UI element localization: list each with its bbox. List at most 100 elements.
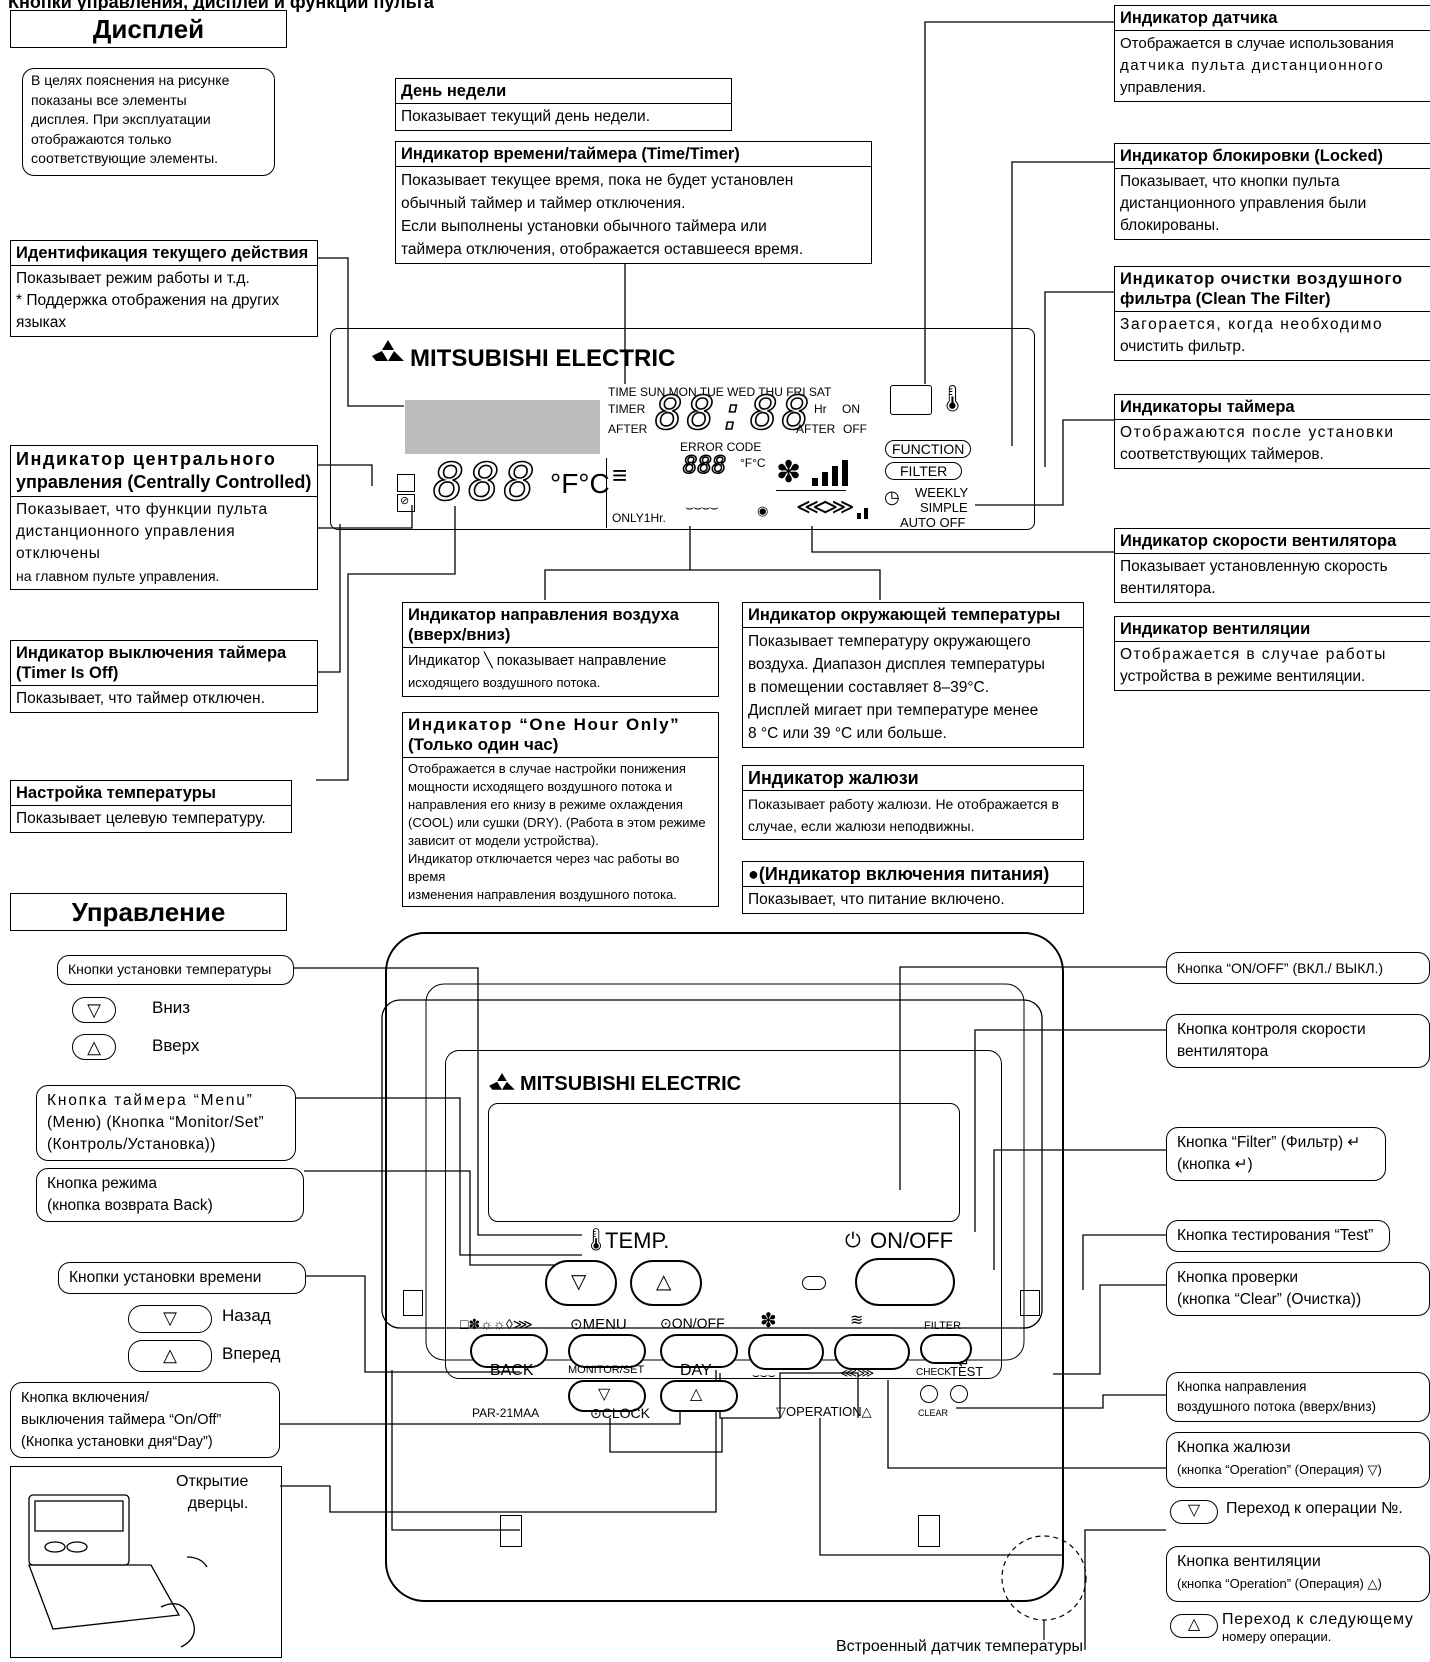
ventilation-bar-icon (855, 505, 873, 526)
one-hour-box: Индикатор “One Hour Only” (Только один ч… (402, 712, 719, 907)
latch-left (500, 1515, 522, 1547)
box-line: устройства в режиме вентиляции. (1120, 668, 1366, 685)
back-button[interactable] (470, 1334, 548, 1368)
clear-label: CLEAR (918, 1408, 949, 1418)
louver-next-label: Переход к операции №. (1226, 1500, 1403, 1517)
lcd-divider (776, 490, 846, 491)
remote-screen (488, 1103, 960, 1222)
box-title: День недели (396, 79, 731, 104)
callout-line: Кнопка режима (47, 1175, 158, 1192)
fan-speed-bars-icon (810, 458, 858, 493)
callout-line: (кнопка “Operation” (Операция) ▽) (1177, 1462, 1382, 1477)
vent-icon: ⋘⋙ (840, 1366, 875, 1380)
clock-up-button[interactable]: △ (660, 1380, 738, 1412)
lcd-off-label: OFF (843, 422, 867, 436)
ventilation-icon: ⋘⋙ (796, 494, 855, 519)
check-button[interactable] (920, 1385, 938, 1403)
back-label: BACK (490, 1362, 534, 1379)
box-line: Отображается в случае настройки понижени… (408, 761, 686, 776)
timer-indicators-box: Индикаторы таймера Отображаются после ус… (1114, 394, 1430, 469)
lcd-error-code-label: ERROR CODE (680, 440, 762, 454)
monitor-set-label: MONITOR/SET (568, 1364, 645, 1376)
airflow-button-callout: Кнопка направления воздушного потока (вв… (1166, 1372, 1430, 1422)
down-label: Вниз (152, 998, 191, 1017)
airflow-button[interactable] (834, 1334, 910, 1370)
box-line: Индикатор ╲ показывает направление (408, 653, 667, 669)
test-button[interactable] (950, 1385, 968, 1403)
hinge-right (1020, 1290, 1040, 1316)
model-label: PAR-21MAA (472, 1406, 540, 1420)
temp-setting-box: Настройка температуры Показывает целевую… (10, 780, 292, 833)
up-arrow-icon: △ (72, 1034, 116, 1060)
louver-icon: ⌣⌣⌣ (752, 1368, 776, 1382)
box-line: Загорается, когда необходимо (1120, 316, 1384, 333)
box-line: исходящего воздушного потока. (408, 675, 601, 690)
box-line: управления. (1120, 79, 1206, 96)
menu-button[interactable] (568, 1334, 646, 1368)
box-line: Показывает, что кнопки пульта (1120, 173, 1340, 190)
clock-icon: ◷ (884, 487, 900, 507)
clock-down-button[interactable]: ▽ (568, 1380, 646, 1412)
up-label: Вверх (152, 1036, 200, 1055)
temp-down-button[interactable]: ▽ (545, 1260, 617, 1306)
temp-up-button[interactable]: △ (630, 1260, 702, 1306)
box-title: Идентификация текущего действия (11, 241, 317, 266)
control-section-title: Управление (10, 893, 287, 931)
box-title: Индикатор окружающей температуры (743, 603, 1083, 628)
timer-on-off-button[interactable] (660, 1334, 738, 1368)
box-line: вентилятора. (1120, 580, 1216, 597)
callout-line: Переход к следующему (1222, 1611, 1414, 1628)
mode-icons: □✽☼☼◊⋙ (460, 1316, 533, 1332)
callout-line: (кнопка “Clear” (Очистка)) (1177, 1291, 1362, 1308)
box-line: Показывает установленную скорость (1120, 558, 1388, 575)
fan-speed-button[interactable] (748, 1334, 824, 1370)
on-off-timer-callout: Кнопка включения/ выключения таймера “On… (10, 1382, 280, 1458)
time-buttons-callout: Кнопки установки времени (58, 1262, 306, 1294)
back-label: Назад (222, 1306, 271, 1325)
note-line: дисплея. При эксплуатации (31, 111, 211, 127)
onoff-small-label: ⊙ON/OFF (660, 1315, 725, 1331)
clock-text: CLOCK (601, 1405, 650, 1421)
lcd-time-digits: 88:88 (654, 385, 814, 441)
note-line: В целях пояснения на рисунке (31, 72, 230, 88)
on-off-callout: Кнопка “ON/OFF” (ВКЛ./ ВЫКЛ.) (1166, 952, 1430, 984)
lcd-hr-label: Hr (814, 402, 827, 416)
remote-temp-label: TEMP. (605, 1228, 670, 1253)
fan-icon: ✽ (760, 1310, 777, 1332)
box-title: Индикатор жалюзи (743, 766, 1083, 791)
vane-icon: ≋ (850, 1312, 864, 1329)
box-line: случае, если жалюзи неподвижны. (748, 818, 975, 834)
remote-sensor-slot (802, 1276, 826, 1290)
on-off-button[interactable] (855, 1258, 955, 1306)
box-title: Индикатор скорости вентилятора (1115, 529, 1430, 554)
current-action-area (405, 400, 600, 454)
box-line: датчика пульта дистанционного (1120, 57, 1385, 74)
page-header: Кнопки управления, дисплей и функции пул… (8, 0, 434, 12)
operation-label: ▽OPERATION△ (776, 1404, 872, 1419)
lcd-on-label: ON (842, 402, 860, 416)
box-title: Индикатор вентиляции (1115, 617, 1430, 642)
filter-button[interactable] (920, 1334, 972, 1364)
box-line: в помещении составляет 8–39°C. (748, 679, 990, 696)
locked-indicator-box: Индикатор блокировки (Locked) Показывает… (1114, 143, 1430, 240)
lcd-divider (606, 458, 608, 528)
callout-line: воздушного потока (вверх/вниз) (1177, 1399, 1377, 1414)
onoff-small-text: ON/OFF (671, 1315, 725, 1331)
temp-buttons-callout: Кнопки установки температуры (57, 955, 294, 985)
timer-off-icon: ⊘ (397, 494, 415, 512)
lcd-function-indicator: FUNCTION (885, 440, 972, 458)
back-arrow-icon: ▽ (128, 1305, 212, 1333)
lcd-filter-indicator: FILTER (885, 462, 963, 480)
menu-timer-callout: Кнопка таймера “Menu” (Меню) (Кнопка “Mo… (36, 1085, 296, 1161)
sensor-indicator-box: Индикатор датчика Отображается в случае … (1114, 5, 1430, 102)
lcd-temp-unit: °F°C (550, 468, 610, 499)
enter-arrow-icon: ↵ (958, 1355, 970, 1371)
box-line: Показывает, что функции пульта (16, 501, 268, 518)
remote-brand: MITSUBISHI ELECTRIC (520, 1073, 742, 1095)
box-line: зависит от модели устройства). (408, 833, 599, 848)
callout-line: Кнопка “Filter” (Фильтр) ↵ (1177, 1134, 1361, 1151)
power-indicator-box: ●(Индикатор включения питания) Показывае… (742, 861, 1084, 914)
mitsubishi-logo-icon (372, 340, 404, 375)
airflow-indicator-box: Индикатор направления воздуха (вверх/вни… (402, 602, 719, 697)
box-line: очистить фильтр. (1120, 338, 1246, 355)
